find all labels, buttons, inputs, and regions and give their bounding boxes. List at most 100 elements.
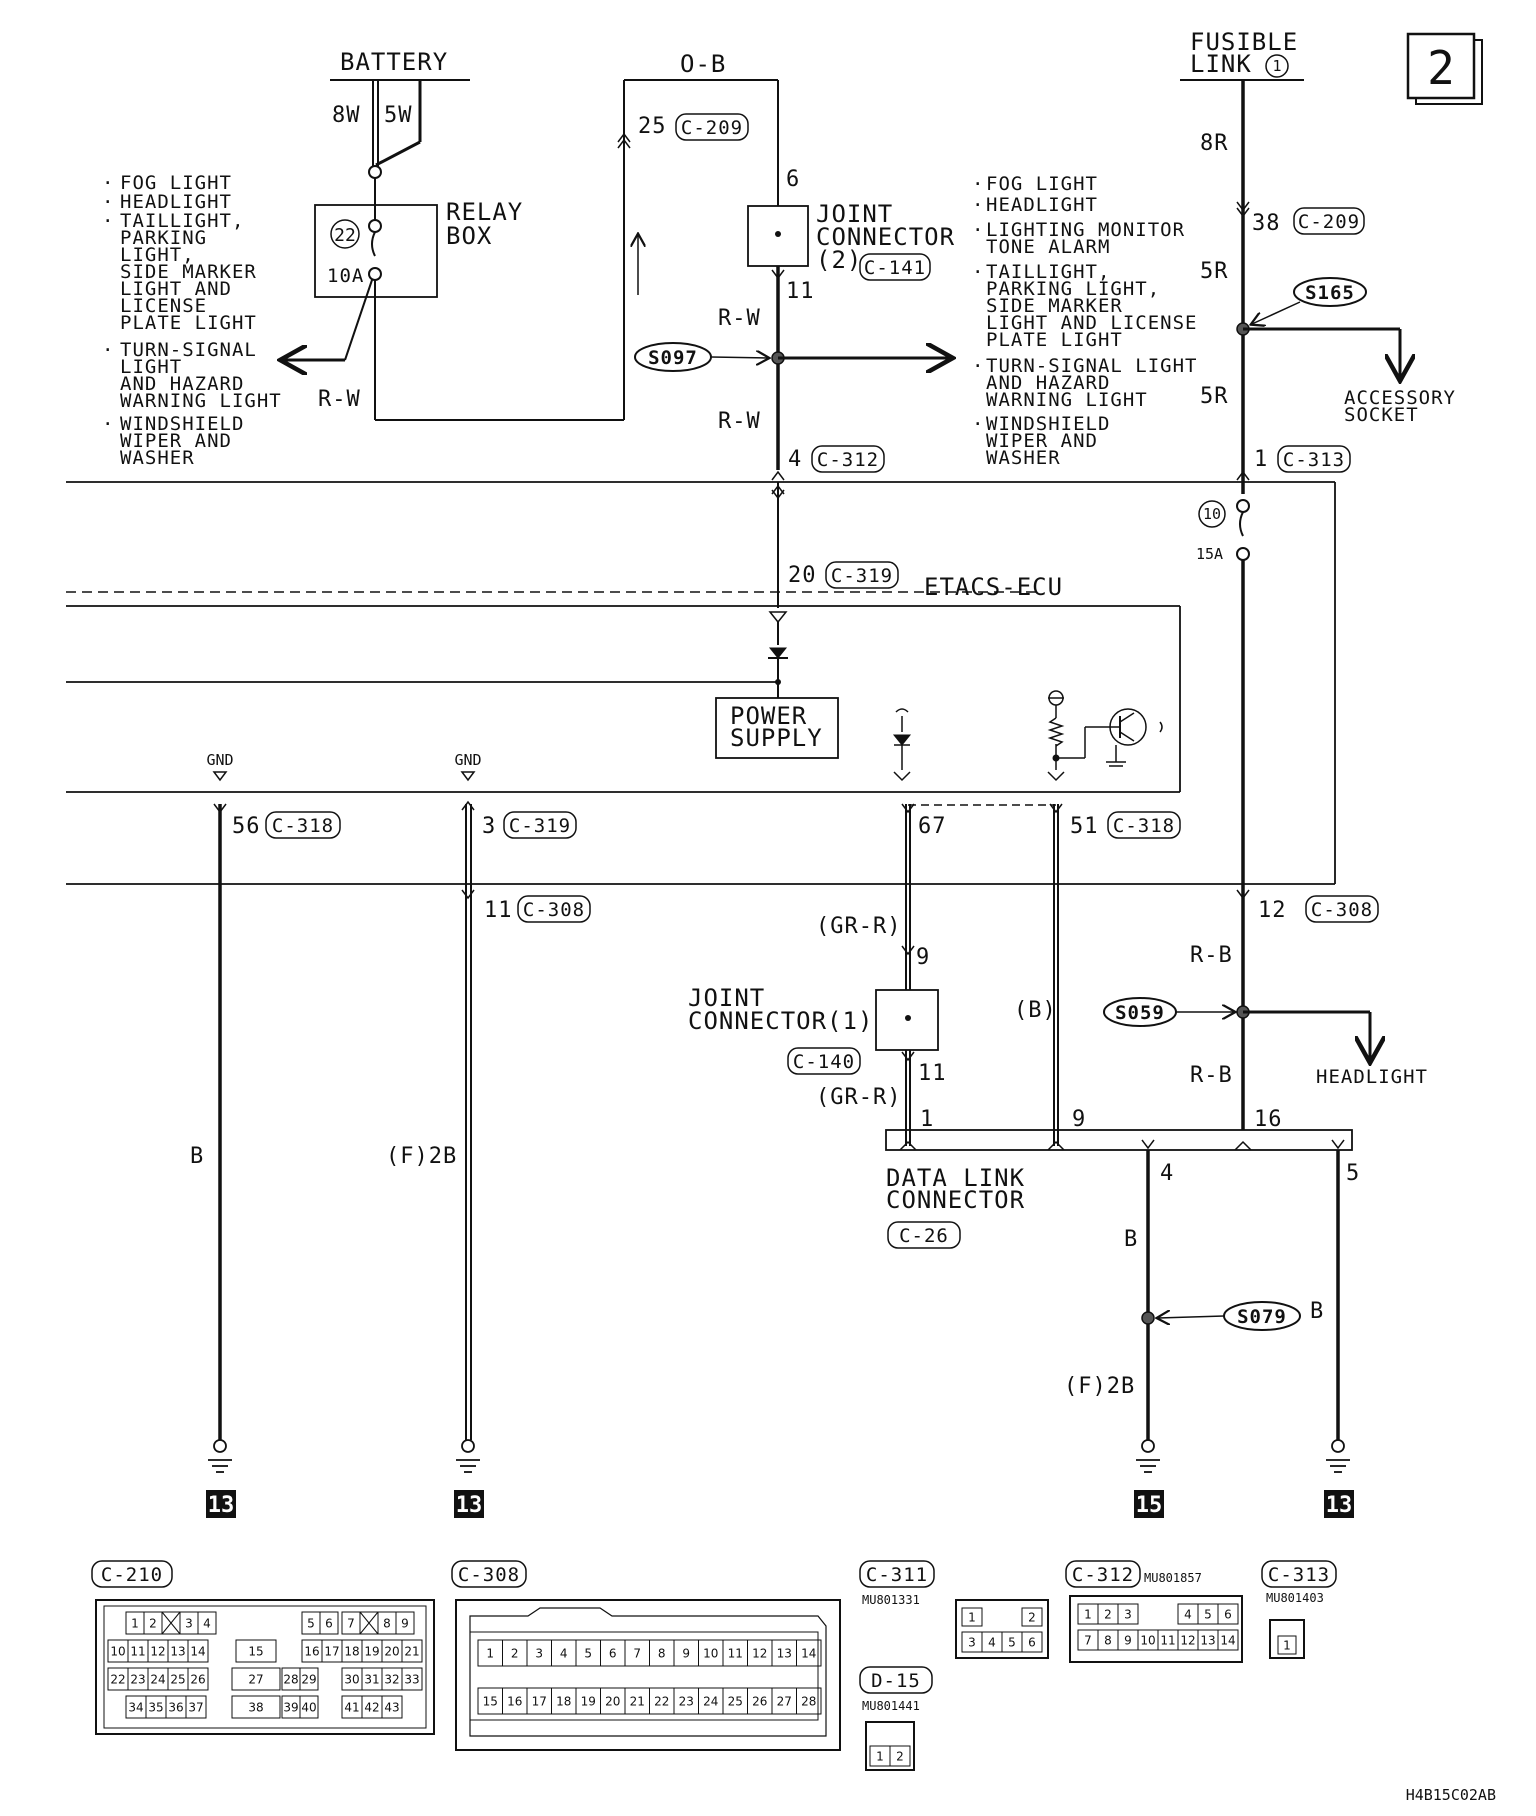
ground-ref-2: 13 (456, 1493, 483, 1518)
right-load-tail-2: PARKING LIGHT, (986, 278, 1160, 300)
svg-text:40: 40 (301, 1701, 316, 1715)
svg-text:14: 14 (801, 1647, 816, 1661)
c308-pin: 6 (600, 1639, 626, 1667)
pin-3: 3 (482, 814, 496, 839)
svg-text:·: · (972, 194, 984, 216)
c210-pin: 12 (147, 1639, 169, 1663)
c210-pin: 32 (381, 1667, 403, 1691)
svg-text:·: · (102, 172, 114, 194)
c312-pin: 5 (1197, 1603, 1219, 1625)
c312-pin: 10 (1137, 1629, 1159, 1651)
c312-pin: 9 (1117, 1629, 1139, 1651)
svg-text:12: 12 (150, 1645, 165, 1659)
svg-text:4: 4 (203, 1617, 211, 1631)
fusible-link-label-2: LINK (1190, 50, 1252, 78)
svg-text:3: 3 (535, 1647, 543, 1661)
right-load-monitor-1: LIGHTING MONITOR (986, 219, 1185, 241)
wire-b-dlc9: (B) (1014, 998, 1057, 1023)
c311-name: C-311 (866, 1564, 928, 1586)
left-load-tail-5: LIGHT AND (120, 278, 232, 300)
c210-pin: 15 (235, 1639, 277, 1663)
c312-pin: 13 (1197, 1629, 1219, 1651)
c210-pin: 6 (319, 1611, 339, 1635)
c308-pin: 24 (698, 1687, 724, 1715)
svg-text:23: 23 (130, 1673, 145, 1687)
c311-pin: 5 (1001, 1631, 1023, 1653)
c312-pin: 6 (1217, 1603, 1239, 1625)
svg-text:8: 8 (383, 1617, 391, 1631)
wire-rb-bottom: R-B (1190, 1063, 1233, 1088)
splice-s165: S165 (1305, 282, 1355, 304)
conn-c318-left: C-318 (272, 815, 334, 837)
svg-text:11: 11 (728, 1647, 743, 1661)
right-load-wiper-1: WINDSHIELD (986, 413, 1110, 435)
svg-text:15: 15 (483, 1695, 498, 1709)
c210-pin: 14 (187, 1639, 209, 1663)
pin-56: 56 (232, 814, 261, 839)
svg-text:17: 17 (532, 1695, 547, 1709)
right-load-turn-2: AND HAZARD (986, 372, 1110, 394)
ground-symbols: 13 13 15 13 (206, 1439, 1354, 1518)
c210-pin: 9 (395, 1611, 415, 1635)
svg-text:5: 5 (307, 1617, 315, 1631)
c210-pin: 25 (167, 1667, 189, 1691)
pin-20: 20 (788, 563, 817, 588)
c312-pin: 3 (1117, 1603, 1139, 1625)
page-number: 2 (1427, 41, 1455, 95)
headlight-feed: 12 C-308 R-B S059 HEADLIGHT R-B 16 (1103, 889, 1427, 1132)
c311-pin: 4 (981, 1631, 1003, 1653)
fusible-link-label-1: FUSIBLE (1190, 28, 1298, 56)
c210-pin: 41 (341, 1695, 363, 1719)
wire-grr-top: (GR-R) (816, 914, 901, 939)
dlc-pin-16: 16 (1254, 1107, 1283, 1132)
svg-text:28: 28 (283, 1673, 298, 1687)
data-link-connector: DATA LINK CONNECTOR C-26 4 5 B S079 B (F… (885, 1129, 1359, 1440)
left-load-wiper-2: WIPER AND (120, 430, 232, 452)
svg-text:6: 6 (1028, 1636, 1036, 1650)
svg-text:9: 9 (401, 1617, 409, 1631)
svg-text:7: 7 (347, 1617, 355, 1631)
svg-text:26: 26 (752, 1695, 767, 1709)
c210-pin: 8 (377, 1611, 397, 1635)
c308-pin: 13 (771, 1639, 797, 1667)
relay-fuse-number: 22 (334, 225, 356, 246)
c210-pin: 18 (341, 1639, 363, 1663)
ground-line-3: 3 C-319 11 C-308 (F)2B (386, 800, 591, 1440)
c210-pin: 29 (299, 1667, 319, 1691)
c308-pin: 20 (600, 1687, 626, 1715)
svg-text:18: 18 (344, 1645, 359, 1659)
c312-pin: 14 (1217, 1629, 1239, 1651)
svg-text:·: · (102, 413, 114, 435)
svg-text:5: 5 (1008, 1636, 1016, 1650)
c313-part: MU801403 (1266, 1591, 1324, 1605)
conn-c318-right: C-318 (1113, 815, 1175, 837)
svg-text:34: 34 (128, 1701, 143, 1715)
left-load-turn-4: WARNING LIGHT (120, 390, 282, 412)
c308-pin: 1 (477, 1639, 503, 1667)
svg-text:21: 21 (404, 1645, 419, 1659)
fusible-link-number: 1 (1272, 57, 1281, 75)
gnd-label-2: GND (454, 751, 481, 769)
d15-part: MU801441 (862, 1699, 920, 1713)
svg-text:31: 31 (364, 1673, 379, 1687)
d15-pin: 1 (869, 1745, 891, 1767)
conn-c209-top: C-209 (681, 117, 743, 139)
svg-text:26: 26 (190, 1673, 205, 1687)
fusible-link-section: FUSIBLE LINK 1 8R 38 C-209 5R S165 ACCES… (1180, 28, 1455, 1130)
c210-pin: 30 (341, 1667, 363, 1691)
svg-text:15: 15 (248, 1645, 263, 1659)
wire-b-mid: B (1124, 1227, 1138, 1252)
svg-text:12: 12 (1180, 1634, 1195, 1648)
c210-pin: 7 (341, 1611, 361, 1635)
c210-name: C-210 (101, 1564, 163, 1586)
c308-pin: 15 (477, 1687, 503, 1715)
c308-pin: 22 (649, 1687, 675, 1715)
svg-text:13: 13 (170, 1645, 185, 1659)
svg-text:28: 28 (801, 1695, 816, 1709)
wire-b-right: B (1310, 1299, 1324, 1324)
wire-f2b-mid: (F)2B (1064, 1374, 1135, 1399)
svg-text:16: 16 (507, 1695, 522, 1709)
battery-label: BATTERY (340, 48, 448, 76)
